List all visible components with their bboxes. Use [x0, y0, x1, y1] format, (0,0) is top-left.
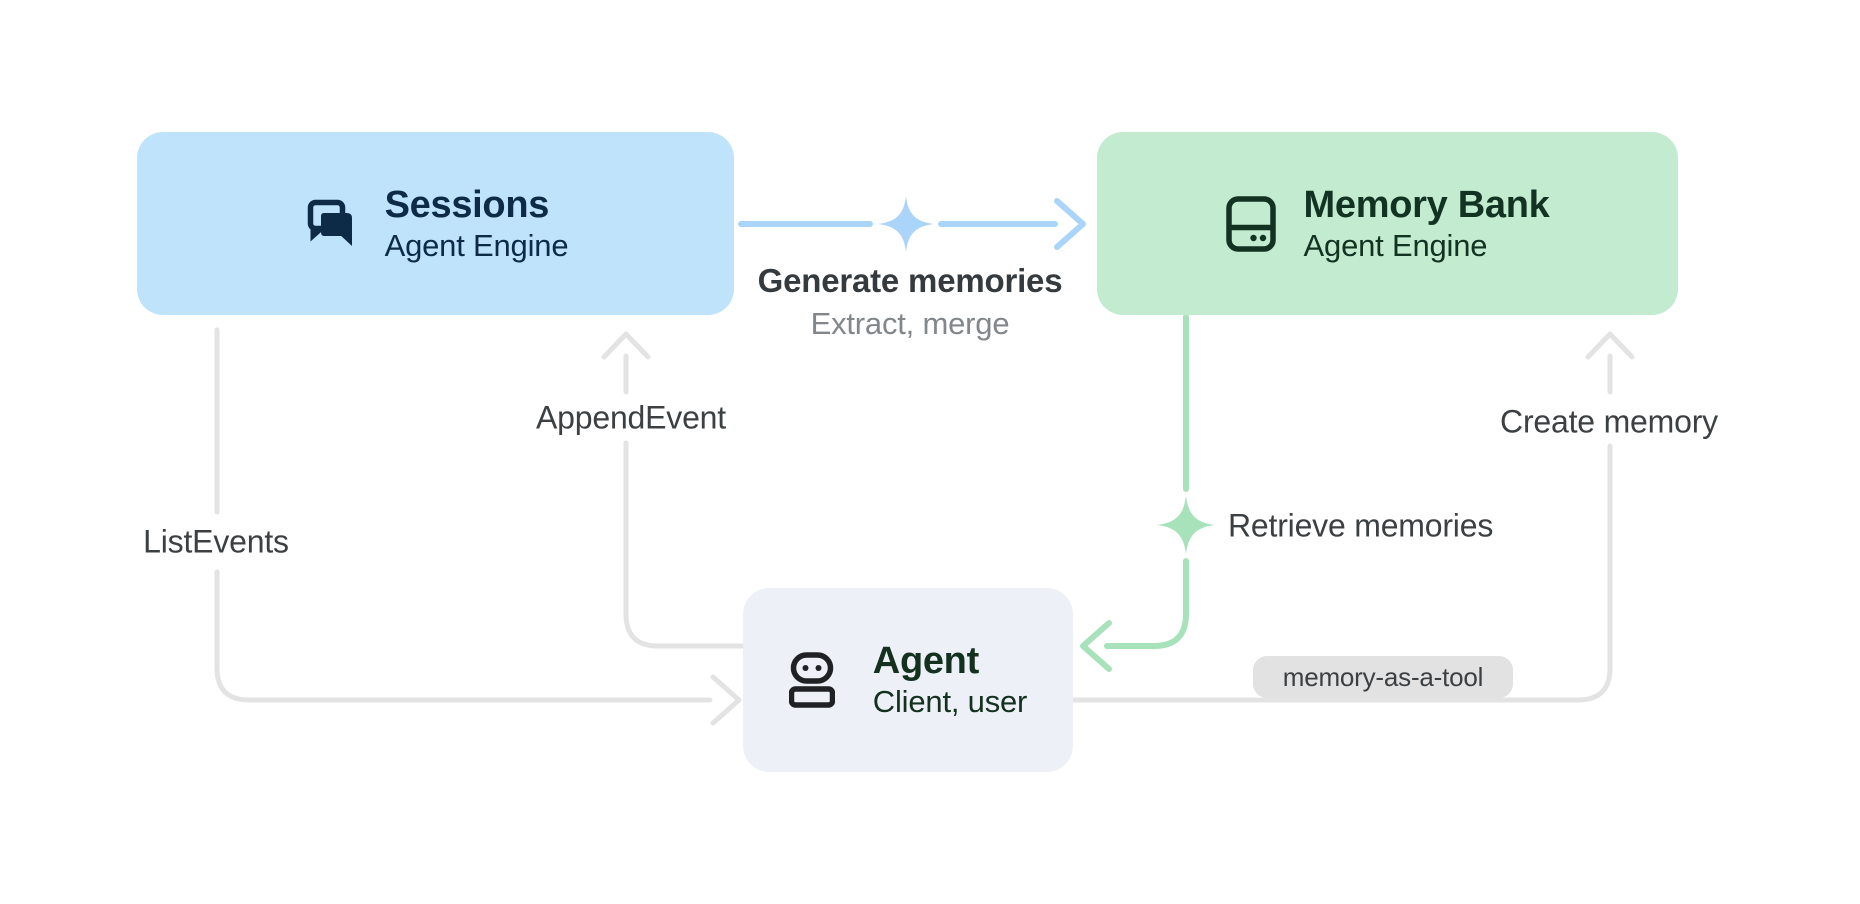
- sparkle-icon: [878, 196, 934, 252]
- arrowhead-right-icon: [710, 674, 742, 726]
- memory-bank-node: Memory Bank Agent Engine: [1097, 132, 1678, 315]
- extract-merge-label: Extract, merge: [810, 306, 1010, 341]
- storage-icon: [1225, 195, 1276, 252]
- create-memory-label: Create memory: [1492, 401, 1726, 443]
- arrowhead-up-icon: [601, 331, 651, 360]
- arrowhead-up-icon: [1585, 331, 1635, 360]
- chat-bubbles-icon: [303, 196, 359, 252]
- append-event-label: AppendEvent: [528, 397, 734, 439]
- agent-node: Agent Client, user: [743, 588, 1073, 772]
- sessions-subtitle: Agent Engine: [384, 227, 569, 263]
- sparkle-icon: [1157, 496, 1215, 554]
- generate-memories-arrow: [738, 198, 1086, 250]
- generate-memories-label: Generate memories: [757, 262, 1063, 299]
- agent-subtitle: Client, user: [872, 684, 1028, 719]
- arrowhead-left-icon: [1080, 620, 1112, 672]
- append-event-arrow: [601, 331, 746, 649]
- sessions-node: Sessions Agent Engine: [137, 132, 734, 315]
- memory-as-a-tool-badge: memory-as-a-tool: [1253, 656, 1513, 698]
- retrieve-memories-arrow: [1080, 314, 1189, 672]
- robot-icon: [788, 652, 835, 708]
- arrowhead-right-icon: [1054, 198, 1086, 250]
- memory-bank-title: Memory Bank: [1303, 183, 1550, 226]
- retrieve-memories-label: Retrieve memories: [1228, 507, 1494, 544]
- create-memory-arrow: [1070, 331, 1635, 703]
- agent-title: Agent: [872, 640, 979, 682]
- sessions-title: Sessions: [384, 183, 550, 226]
- list-events-arrow: [214, 327, 742, 726]
- list-events-label: ListEvents: [135, 521, 297, 563]
- memory-bank-subtitle: Agent Engine: [1303, 227, 1488, 263]
